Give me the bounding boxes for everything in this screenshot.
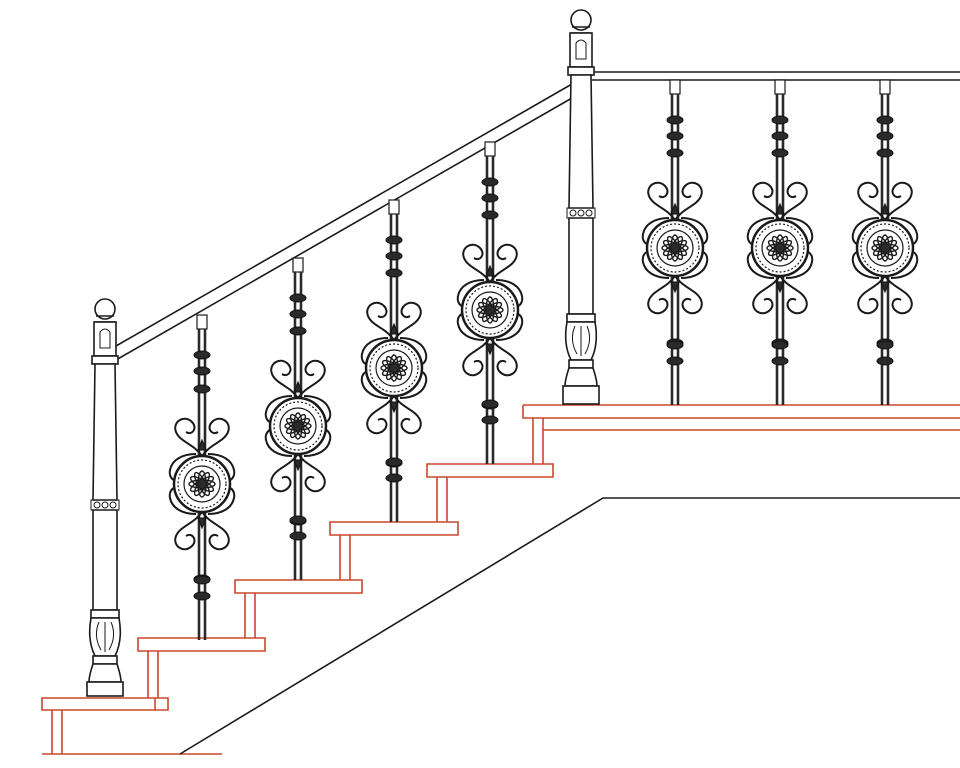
- ornamental-baluster-6: [746, 79, 814, 405]
- rosette-icon: [746, 181, 814, 315]
- balusters: [168, 79, 919, 640]
- stair-stringer: [179, 497, 960, 755]
- stair-step-5: [426, 463, 554, 522]
- landing-edge: [522, 404, 960, 464]
- ornamental-baluster-5: [641, 79, 709, 405]
- ornamental-baluster-1: [168, 314, 236, 640]
- ornamental-baluster-3: [360, 199, 428, 522]
- rosette-icon: [641, 181, 709, 315]
- stair-step-3: [234, 579, 363, 638]
- newel-post-upper: [562, 9, 600, 405]
- handrail: [115, 71, 960, 361]
- stair-steps: [41, 404, 960, 755]
- stair-step-4: [329, 521, 459, 580]
- ornamental-baluster-2: [264, 257, 332, 580]
- newel-post-lower: [86, 298, 124, 697]
- rosette-icon: [456, 243, 524, 377]
- stair-step-1: [41, 697, 169, 754]
- rosette-icon: [851, 181, 919, 315]
- stair-step-2: [137, 637, 266, 698]
- ornamental-baluster-4: [456, 141, 524, 464]
- ornamental-baluster-7: [851, 79, 919, 405]
- rosette-icon: [264, 359, 332, 493]
- rosette-icon: [168, 417, 236, 551]
- rosette-icon: [360, 301, 428, 435]
